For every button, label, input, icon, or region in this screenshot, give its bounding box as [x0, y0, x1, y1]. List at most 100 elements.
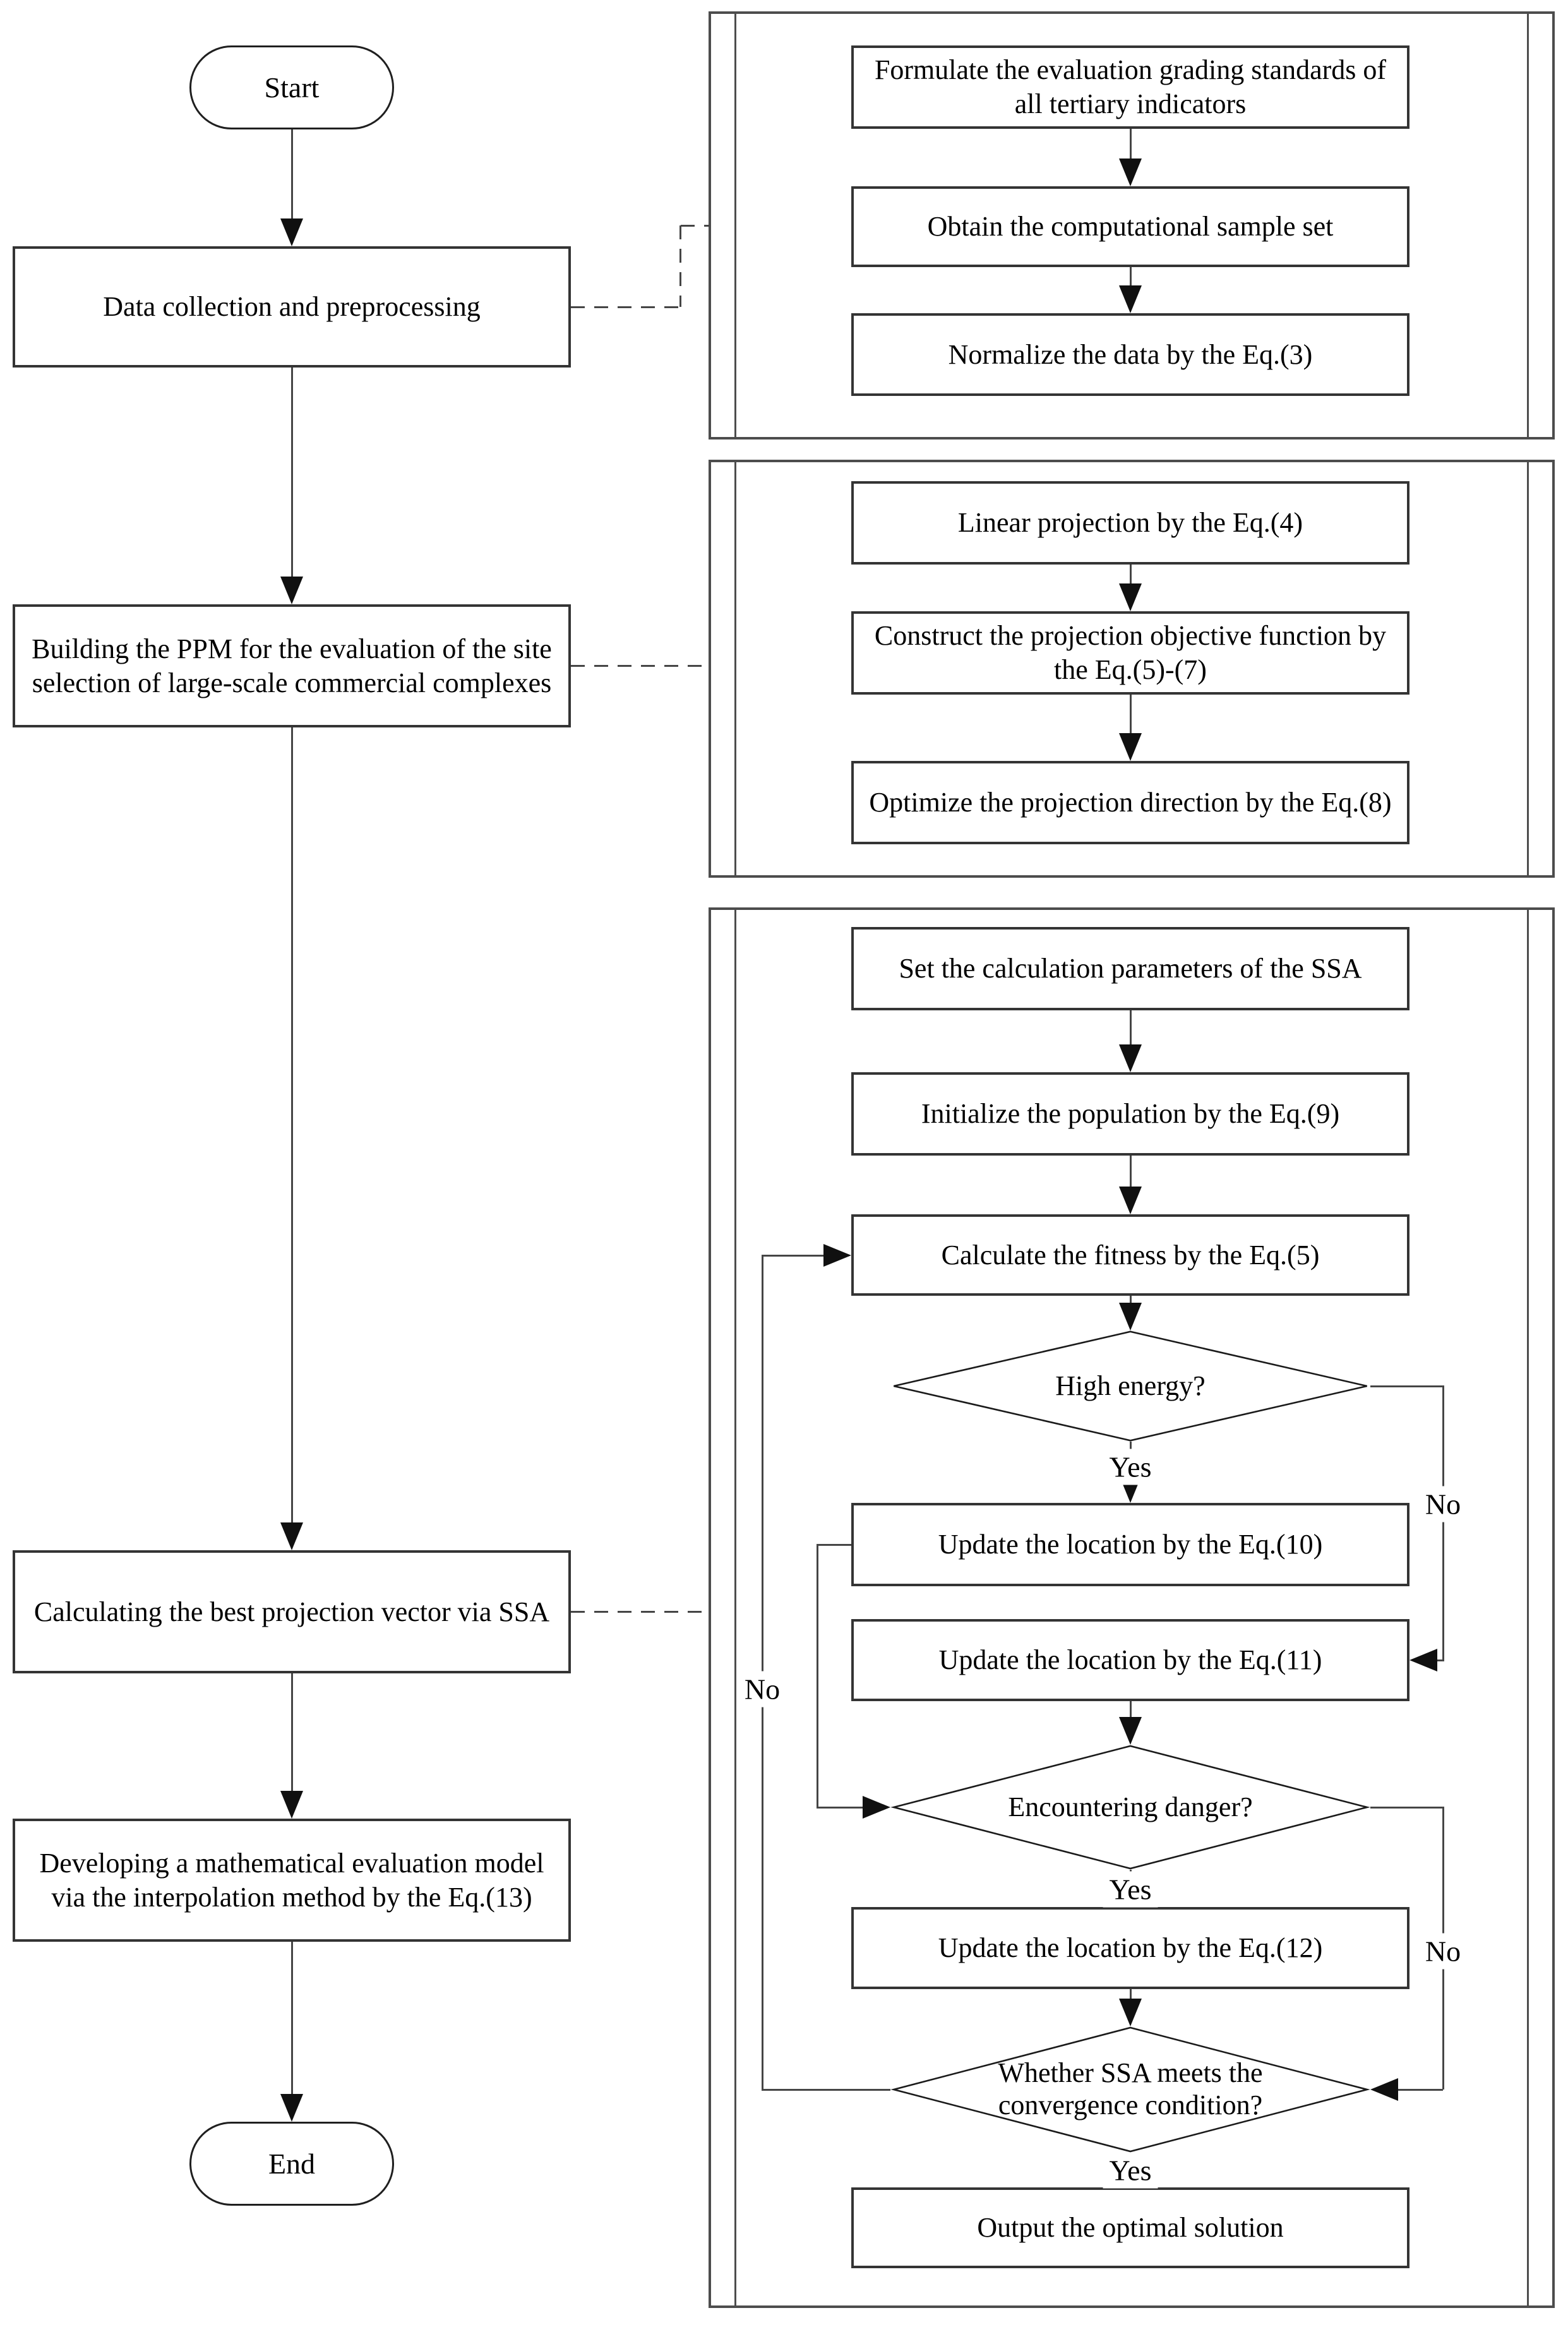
step-output-solution: Output the optimal solution — [851, 2187, 1409, 2268]
panel-inner-border — [734, 910, 736, 2305]
flow-line — [291, 1673, 293, 1791]
start-label: Start — [264, 71, 320, 104]
panel-inner-border — [734, 14, 736, 437]
step-update-eq12: Update the location by the Eq.(12) — [851, 1907, 1409, 1989]
label-no: No — [1418, 1486, 1468, 1522]
arrow-down-icon — [1119, 1044, 1142, 1072]
step-label: Set the calculation parameters of the SS… — [899, 953, 1362, 984]
arrow-down-icon — [280, 218, 303, 246]
arrow-down-icon — [1119, 583, 1142, 611]
flow-line — [817, 1544, 818, 1808]
start-terminator: Start — [189, 45, 394, 129]
end-label: End — [268, 2148, 316, 2180]
arrow-down-icon — [1119, 1717, 1142, 1745]
panel-inner-border — [1527, 462, 1529, 875]
arrow-down-icon — [1119, 158, 1142, 186]
step-label: Normalize the data by the Eq.(3) — [948, 338, 1313, 370]
step-label: Calculate the fitness by the Eq.(5) — [941, 1239, 1320, 1271]
arrow-down-icon — [280, 1791, 303, 1819]
label-no: No — [738, 1671, 787, 1707]
step-update-eq10: Update the location by the Eq.(10) — [851, 1503, 1409, 1586]
flow-line — [817, 1807, 863, 1809]
step-label: Construct the projection objective funct… — [874, 620, 1387, 685]
panel-inner-border — [1527, 910, 1529, 2305]
diamond-shape-icon — [890, 1745, 1370, 1870]
arrow-down-icon — [280, 577, 303, 604]
flow-line — [1130, 565, 1132, 583]
decision-label: Encountering danger? — [1008, 1791, 1253, 1822]
flow-line — [1130, 267, 1132, 285]
panel-inner-border — [734, 462, 736, 875]
flow-line-no — [1370, 1385, 1443, 1387]
step-label: Optimize the projection direction by the… — [869, 787, 1392, 818]
flow-line — [1130, 129, 1132, 158]
step-label: Update the location by the Eq.(11) — [938, 1644, 1322, 1676]
label-yes: Yes — [1103, 1449, 1158, 1485]
flow-line-no — [1398, 2089, 1443, 2091]
arrow-right-icon — [863, 1796, 890, 1819]
flow-line — [1130, 1701, 1132, 1717]
arrow-down-icon — [1119, 733, 1142, 761]
flow-line — [817, 1544, 851, 1546]
step-label: Initialize the population by the Eq.(9) — [921, 1098, 1340, 1130]
flow-line — [291, 129, 293, 218]
dashed-connector — [679, 225, 681, 307]
process-label: Calculating the best projection vector v… — [33, 1596, 550, 1627]
step-init-population: Initialize the population by the Eq.(9) — [851, 1072, 1409, 1156]
process-label: Data collection and preprocessing — [103, 291, 481, 323]
process-label: Developing a mathematical evaluation mod… — [39, 1847, 544, 1913]
step-label: Update the location by the Eq.(10) — [938, 1529, 1323, 1560]
process-build-ppm: Building the PPM for the evaluation of t… — [13, 604, 571, 727]
dashed-connector — [571, 306, 681, 308]
step-normalize-data: Normalize the data by the Eq.(3) — [851, 313, 1409, 396]
step-formulate-grading: Formulate the evaluation grading standar… — [851, 45, 1409, 129]
arrow-down-icon — [280, 2094, 303, 2122]
step-set-ssa-params: Set the calculation parameters of the SS… — [851, 927, 1409, 1010]
arrow-down-icon — [280, 1522, 303, 1550]
panel-ssa-optimization — [709, 907, 1555, 2308]
flow-line — [1130, 695, 1132, 733]
step-obtain-sample-set: Obtain the computational sample set — [851, 186, 1409, 267]
arrow-left-icon — [1370, 2078, 1398, 2101]
flow-line-no — [1442, 1385, 1444, 1660]
arrow-left-icon — [1409, 1649, 1437, 1671]
flow-line — [1130, 1156, 1132, 1187]
decision-convergence: Whether SSA meets the convergence condit… — [890, 2026, 1370, 2153]
arrow-down-icon — [1119, 1303, 1142, 1330]
decision-encountering-danger: Encountering danger? — [890, 1745, 1370, 1870]
decision-label: Whether SSA meets the convergence condit… — [998, 2057, 1263, 2120]
process-develop-model: Developing a mathematical evaluation mod… — [13, 1819, 571, 1942]
step-label: Output the optimal solution — [977, 2212, 1284, 2244]
dashed-connector — [571, 1611, 710, 1613]
process-calc-projection-vector: Calculating the best projection vector v… — [13, 1550, 571, 1673]
flow-line — [291, 727, 293, 1522]
decision-label: High energy? — [1055, 1370, 1206, 1401]
flow-line-no — [762, 1255, 823, 1257]
arrow-down-icon — [1119, 1999, 1142, 2026]
flow-line-no — [1437, 1659, 1444, 1661]
diamond-shape-icon — [890, 2026, 1370, 2153]
process-label: Building the PPM for the evaluation of t… — [32, 633, 552, 698]
step-label: Formulate the evaluation grading standar… — [874, 54, 1387, 119]
flow-line-no — [762, 2089, 890, 2091]
process-data-collection: Data collection and preprocessing — [13, 246, 571, 368]
label-yes: Yes — [1103, 1871, 1158, 1908]
step-construct-objective: Construct the projection objective funct… — [851, 611, 1409, 695]
label-no: No — [1418, 1933, 1468, 1970]
panel-data-preprocessing — [709, 11, 1555, 439]
arrow-right-icon — [823, 1244, 851, 1267]
step-calc-fitness: Calculate the fitness by the Eq.(5) — [851, 1214, 1409, 1296]
panel-ppm-construction — [709, 460, 1555, 878]
arrow-down-icon — [1119, 285, 1142, 313]
flow-line — [1130, 1989, 1132, 1999]
dashed-connector — [571, 665, 710, 667]
label-yes: Yes — [1103, 2152, 1158, 2189]
step-optimize-direction: Optimize the projection direction by the… — [851, 761, 1409, 844]
flow-line — [291, 1942, 293, 2094]
arrow-down-icon — [1119, 1187, 1142, 1214]
flow-line — [1130, 1296, 1132, 1303]
step-label: Linear projection by the Eq.(4) — [957, 507, 1303, 539]
flow-line — [291, 368, 293, 577]
step-update-eq11: Update the location by the Eq.(11) — [851, 1619, 1409, 1701]
